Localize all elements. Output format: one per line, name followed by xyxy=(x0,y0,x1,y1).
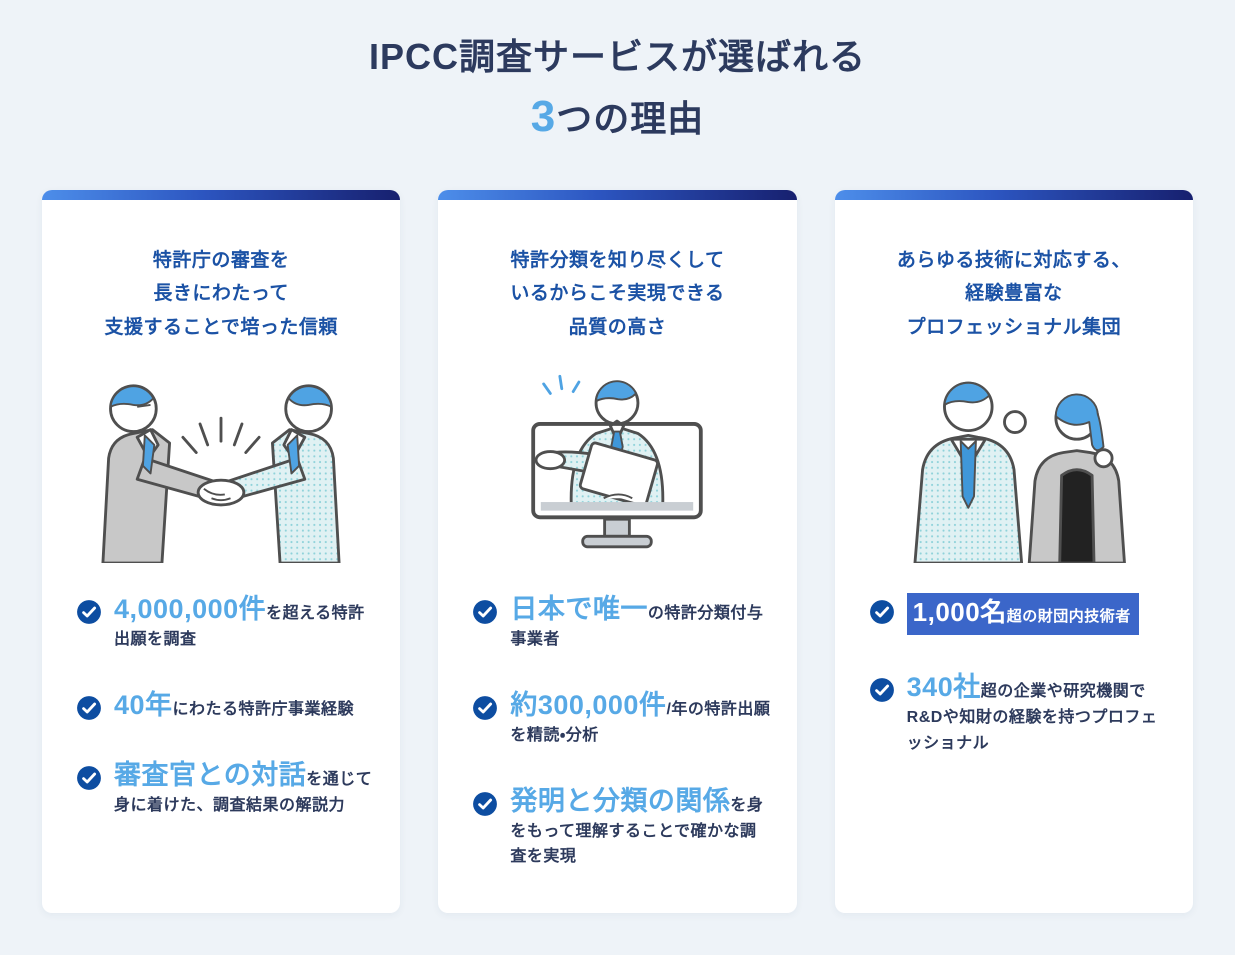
section-title-line2-rest: つの理由 xyxy=(556,98,705,140)
bullet-accent: 約300,000件 xyxy=(510,689,667,720)
handshake-businessmen-illustration xyxy=(68,359,374,567)
card-accent-bar xyxy=(42,189,401,200)
card-heading-line: 特許庁の審査を xyxy=(152,249,290,271)
section-title-count: 3 xyxy=(530,92,557,142)
professional-team-illustration xyxy=(861,359,1167,567)
bullet-accent: 40年 xyxy=(114,689,173,720)
card-heading-line: あらゆる技術に対応する、 xyxy=(896,249,1131,271)
bullet-list: 1,000名超の財団内技術者 340社超の企業や研究機関でR&Dや知財の経験を持… xyxy=(861,593,1167,757)
section-title-line1: IPCC調査サービスが選ばれる xyxy=(368,36,866,77)
bullet-text: 審査官との対話を通じて身に着けた、調査結果の解説力 xyxy=(114,759,374,819)
reason-card-trust: 特許庁の審査を 長きにわたって 支援することで培った信頼 xyxy=(42,189,401,913)
bullet-accent: 日本で唯一 xyxy=(510,594,648,625)
online-presenter-monitor-illustration xyxy=(464,359,770,567)
bullet-item: 4,000,000件を超える特許出願を調査 xyxy=(76,593,374,653)
bullet-item: 発明と分類の関係を身をもって理解することで確かな調査を実現 xyxy=(472,785,770,871)
check-icon xyxy=(76,695,102,721)
card-heading: 特許分類を知り尽くして いるからこそ実現できる 品質の高さ xyxy=(464,244,770,345)
card-heading-line: 品質の高さ xyxy=(568,317,667,339)
check-icon xyxy=(869,677,895,703)
card-heading-line: 経験豊富な xyxy=(965,283,1063,305)
bullet-rest: を通じて身に着けた、調査結果の解説力 xyxy=(114,770,373,814)
check-icon xyxy=(869,599,895,625)
bullet-accent: 審査官との対話 xyxy=(114,759,307,790)
reason-card-quality: 特許分類を知り尽くして いるからこそ実現できる 品質の高さ xyxy=(438,189,797,913)
bullet-item: 日本で唯一の特許分類付与事業者 xyxy=(472,593,770,653)
reason-cards-row: 特許庁の審査を 長きにわたって 支援することで培った信頼 xyxy=(0,189,1235,913)
check-icon xyxy=(472,695,498,721)
bullet-item: 1,000名超の財団内技術者 xyxy=(869,593,1167,635)
bullet-item: 審査官との対話を通じて身に着けた、調査結果の解説力 xyxy=(76,759,374,819)
bullet-item: 約300,000件/年の特許出願を精読・分析 xyxy=(472,689,770,749)
bullet-text: 4,000,000件を超える特許出願を調査 xyxy=(114,593,374,653)
card-heading-line: プロフェッショナル集団 xyxy=(906,317,1122,339)
bullet-text: 340社超の企業や研究機関でR&Dや知財の経験を持つプロフェッショナル xyxy=(907,671,1167,757)
bullet-rest: にわたる特許庁事業経験 xyxy=(172,700,355,718)
bullet-rest: を身をもって理解することで確かな調査を実現 xyxy=(510,796,764,866)
card-heading-line: いるからこそ実現できる xyxy=(510,283,725,305)
bullet-list: 4,000,000件を超える特許出願を調査 40年にわたる特許庁事業経験 審査官… xyxy=(68,593,374,819)
bullet-item: 340社超の企業や研究機関でR&Dや知財の経験を持つプロフェッショナル xyxy=(869,671,1167,757)
bullet-text-highlighted: 1,000名超の財団内技術者 xyxy=(906,593,1139,635)
bullet-rest: を超える特許出願を調査 xyxy=(114,605,365,648)
bullet-rest: /年の特許出願を精読・分析 xyxy=(510,700,771,744)
card-accent-bar xyxy=(834,189,1193,200)
bullet-accent: 340社 xyxy=(906,671,981,702)
check-icon xyxy=(472,791,498,817)
bullet-list: 日本で唯一の特許分類付与事業者 約300,000件/年の特許出願を精読・分析 発… xyxy=(464,593,770,870)
bullet-accent: 発明と分類の関係 xyxy=(510,785,731,816)
bullet-rest: 超の財団内技術者 xyxy=(1006,608,1131,626)
bullet-accent: 4,000,000件 xyxy=(114,594,267,625)
reason-card-professionals: あらゆる技術に対応する、 経験豊富な プロフェッショナル集団 xyxy=(834,189,1193,913)
bullet-rest: の特許分類付与事業者 xyxy=(510,605,764,648)
check-icon xyxy=(76,599,102,625)
card-heading: あらゆる技術に対応する、 経験豊富な プロフェッショナル集団 xyxy=(861,244,1167,345)
card-heading-line: 支援することで培った信頼 xyxy=(104,317,338,339)
check-icon xyxy=(76,765,102,791)
section-title: IPCC調査サービスが選ばれる 3つの理由 xyxy=(0,32,1235,146)
check-icon xyxy=(472,599,498,625)
bullet-text: 発明と分類の関係を身をもって理解することで確かな調査を実現 xyxy=(510,785,770,871)
section-title-line2: 3つの理由 xyxy=(0,88,1235,145)
bullet-text: 40年にわたる特許庁事業経験 xyxy=(114,689,354,723)
card-heading: 特許庁の審査を 長きにわたって 支援することで培った信頼 xyxy=(68,244,374,345)
card-heading-line: 特許分類を知り尽くして xyxy=(510,249,725,271)
bullet-text: 日本で唯一の特許分類付与事業者 xyxy=(510,593,770,653)
bullet-item: 40年にわたる特許庁事業経験 xyxy=(76,689,374,723)
card-accent-bar xyxy=(438,189,797,200)
bullet-rest: 超の企業や研究機関でR&Dや知財の経験を持つプロフェッショナル xyxy=(906,682,1158,752)
card-heading-line: 長きにわたって xyxy=(153,283,289,305)
bullet-text: 約300,000件/年の特許出願を精読・分析 xyxy=(510,689,770,749)
bullet-accent: 1,000名 xyxy=(912,597,1007,628)
